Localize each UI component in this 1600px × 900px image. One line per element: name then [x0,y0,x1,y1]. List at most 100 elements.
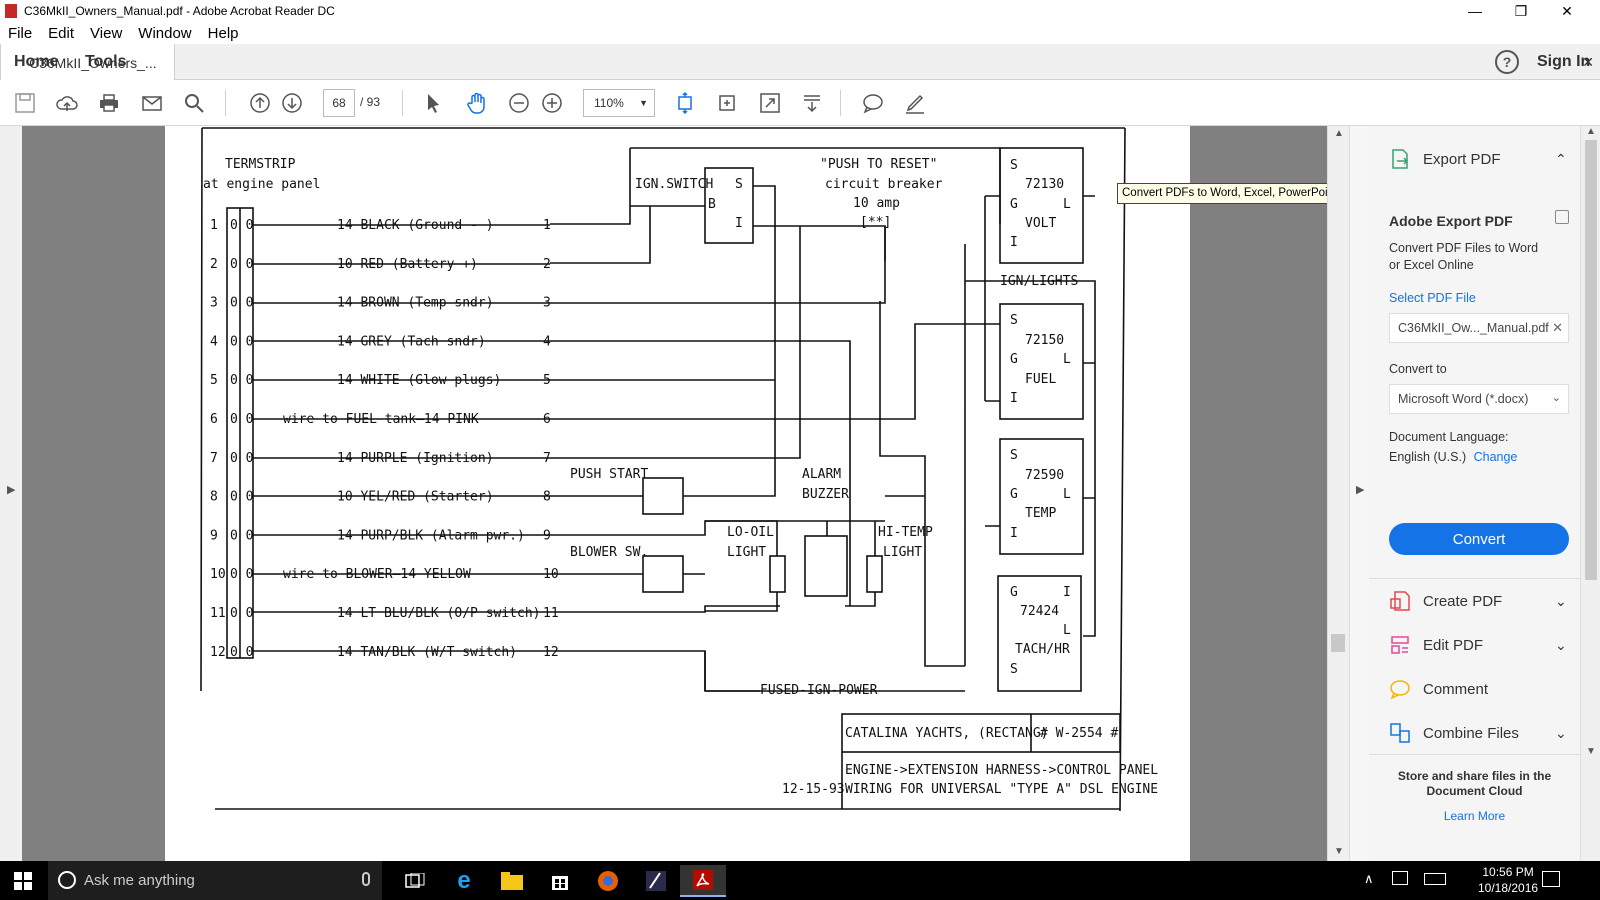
sign-pen-icon[interactable] [900,88,930,118]
menu-edit[interactable]: Edit [48,24,75,42]
chevron-down-icon[interactable]: ⌄ [1555,593,1567,609]
close-window-button[interactable]: ✕ [1561,2,1573,19]
app-icon[interactable] [633,865,679,897]
wire-label: 14 GREY (Tach sndr) [337,334,486,349]
scroll-thumb[interactable] [1331,634,1345,652]
full-screen-icon[interactable] [755,88,785,118]
notifications-icon[interactable] [1542,871,1560,887]
tab-home[interactable]: Home [14,53,59,70]
terminal-screws: 0 0 [230,567,253,582]
scroll-down-icon[interactable]: ▼ [1334,846,1344,857]
comment-icon[interactable] [858,88,888,118]
panel-scrollbar[interactable]: ▲ ▼ [1580,126,1600,861]
chevron-up-icon[interactable]: ⌃ [1555,151,1567,167]
menu-window[interactable]: Window [138,24,192,42]
zoom-out-icon[interactable] [504,88,534,118]
scroll-down-icon[interactable]: ▼ [1586,746,1596,757]
panel-scroll-thumb[interactable] [1585,140,1597,580]
next-page-icon[interactable] [277,88,307,118]
windows-start-icon[interactable] [0,865,46,897]
pdf-page[interactable]: TERMSTRIP at engine panel IGN.SWITCH S B… [165,126,1190,861]
select-pdf-file-link[interactable]: Select PDF File [1389,291,1476,305]
tab-document[interactable]: C36MkII_Owners_... ✕ [0,44,1594,81]
chevron-down-icon[interactable]: ⌄ [1555,725,1567,741]
previous-page-icon[interactable] [245,88,275,118]
clock[interactable]: 10:56 PM 10/18/2016 [1478,864,1538,896]
store-icon[interactable] [537,865,583,897]
close-tab-icon[interactable]: ✕ [1582,54,1594,70]
menu-help[interactable]: Help [207,24,239,42]
firefox-icon[interactable] [585,865,631,897]
file-explorer-icon[interactable] [489,865,535,897]
wire-number: 1 [543,218,551,233]
search-icon[interactable] [179,88,209,118]
export-pdf-header[interactable]: Export PDF [1389,148,1501,170]
edge-browser-icon[interactable]: e [457,867,471,894]
tool-combine-files[interactable]: Combine Files [1389,722,1519,744]
wire-number: 8 [543,490,551,505]
scroll-up-icon[interactable]: ▲ [1586,126,1596,137]
select-cursor-icon[interactable] [418,88,448,118]
tool-comment[interactable]: Comment [1389,678,1488,700]
acrobat-taskbar-icon[interactable] [680,865,726,897]
scroll-up-icon[interactable]: ▲ [1334,128,1344,139]
zoom-select[interactable]: 110% ▼ [583,89,655,117]
wire-label: wire to BLOWER—14 YELLOW [283,567,471,582]
terminal-screws: 0 0 [230,257,253,272]
terminal-screws: 0 0 [230,606,253,621]
print-icon[interactable] [94,88,124,118]
minimize-button[interactable]: — [1468,3,1482,19]
scroll-mode-icon[interactable] [797,88,827,118]
tray-chevron-up-icon[interactable]: ∧ [1364,871,1374,886]
windows-taskbar: Ask me anything e ∧ 10:56 PM 10/18/2016 [0,861,1600,900]
email-icon[interactable] [137,88,167,118]
hand-tool-icon[interactable] [462,88,492,118]
terminal-number: 7 [210,451,218,466]
menu-view[interactable]: View [90,24,123,42]
selected-file-field[interactable]: C36MkII_Ow..._Manual.pdf ✕ [1389,313,1569,343]
chevron-down-icon[interactable]: ⌄ [1555,637,1567,653]
clock-time: 10:56 PM [1482,865,1534,879]
upload-cloud-icon[interactable] [52,88,82,118]
ign-s-terminal: S [735,177,743,192]
page-total: / 93 [360,95,381,109]
fit-page-icon[interactable] [670,88,700,118]
copy-icon[interactable] [1555,210,1569,224]
zoom-in-icon[interactable] [537,88,567,118]
vertical-scrollbar[interactable]: ▲ ▼ [1327,126,1349,861]
microphone-icon[interactable] [362,872,370,886]
page-number-input[interactable]: 68 [323,89,355,117]
clear-file-icon[interactable]: ✕ [1552,320,1563,335]
convert-to-select[interactable]: Microsoft Word (*.docx) ⌄ [1389,384,1569,414]
maximize-button[interactable]: ❐ [1514,2,1528,19]
network-icon[interactable] [1392,871,1408,885]
learn-more-link[interactable]: Learn More [1443,809,1506,823]
rotate-view-icon[interactable] [712,88,742,118]
menu-file[interactable]: File [8,24,33,42]
title-block-date: 12-15-93 [782,782,845,797]
change-language-link[interactable]: Change [1473,450,1518,464]
push-start-label: PUSH START [570,467,648,482]
sign-in-button[interactable]: Sign In [1537,53,1591,70]
tool-create-pdf[interactable]: Create PDF [1389,590,1502,612]
convert-button[interactable]: Convert [1389,523,1569,555]
keyboard-icon[interactable] [1424,873,1446,885]
right-panel-collapse[interactable]: ▶ [1349,126,1369,861]
pdf-file-icon [5,4,17,18]
left-panel-toggle[interactable]: ▶ [0,126,22,861]
terminal-number: 3 [210,296,218,311]
taskbar-search-box[interactable]: Ask me anything [48,861,382,900]
terminal-number: 10 [210,567,226,582]
temp-name: TEMP [1025,506,1056,521]
fuel-l: L [1063,352,1071,367]
tool-edit-pdf[interactable]: Edit PDF [1389,634,1483,656]
save-icon[interactable] [10,88,40,118]
task-view-icon[interactable] [392,865,438,897]
adobe-export-desc-1: Convert PDF Files to Word [1389,241,1539,255]
wire-number: 7 [543,451,551,466]
tab-tools[interactable]: Tools [85,53,127,70]
wire-label: 14 TAN/BLK (W/T switch) [337,645,517,660]
help-icon[interactable]: ? [1495,50,1519,74]
wire-label: 14 WHITE (Glow plugs) [337,373,501,388]
fuel-i: I [1010,391,1018,406]
